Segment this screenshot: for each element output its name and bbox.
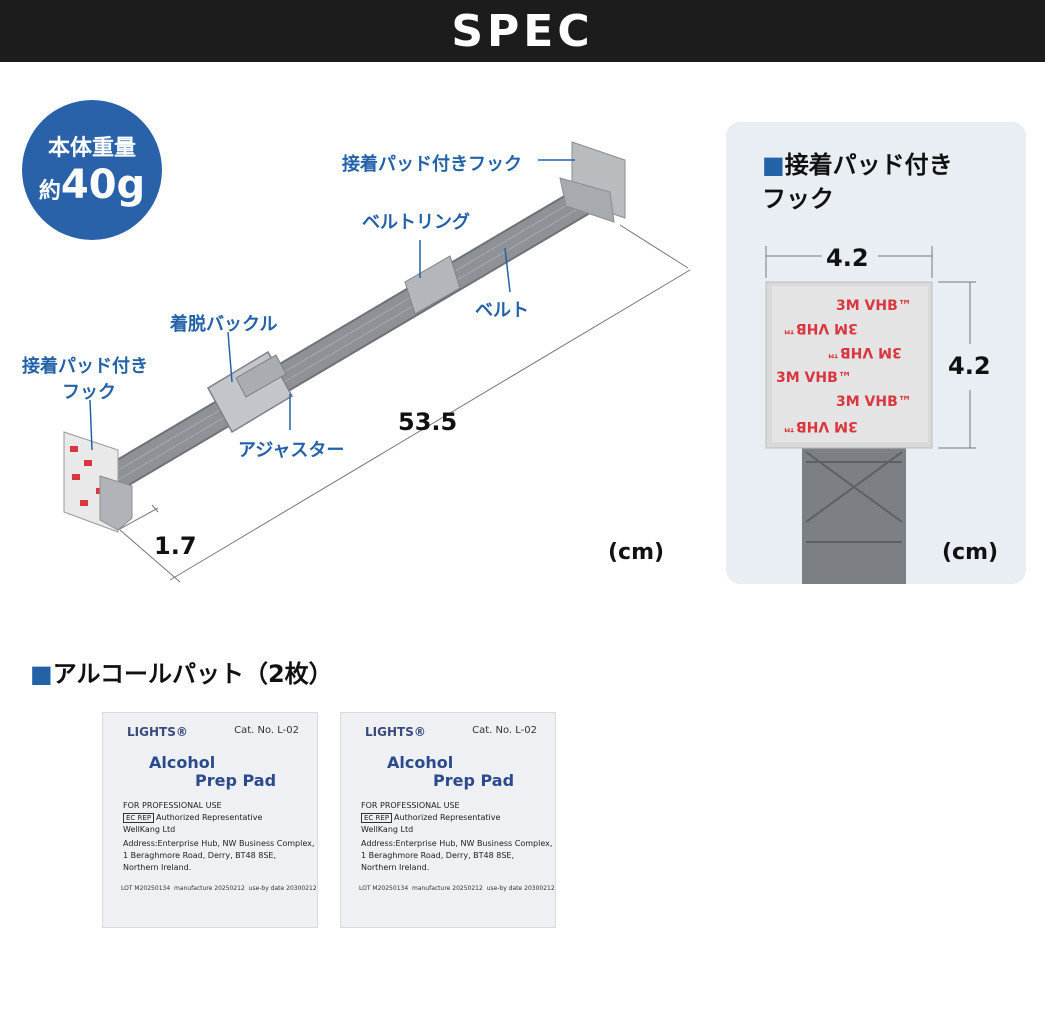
square-bullet-icon: ■ <box>30 660 53 688</box>
pad-addr2: 1 Beraghmore Road, Derry, BT48 8SE, <box>123 851 277 860</box>
pad-lot: LOT M20250134 <box>359 885 409 892</box>
pad-company: WellKang Ltd <box>361 825 414 834</box>
strap-illustration <box>63 141 691 583</box>
pad-exp: use-by date 20300212 <box>248 885 317 892</box>
pad-name-line1: Alcohol <box>387 753 454 772</box>
pad-cat: Cat. No. L-02 <box>234 725 299 736</box>
dimension-pad-width: 4.2 <box>826 244 869 272</box>
pad-name-line1: Alcohol <box>149 753 216 772</box>
weight-amount: 約40g <box>22 162 162 208</box>
panel-title-line2: フック <box>762 185 834 213</box>
depth-dimension-line <box>117 507 159 531</box>
hook-detail-panel: ■接着パッド付き フック 3M VHB™ 3M VHB™ 3M VHB™ 3M … <box>726 122 1026 584</box>
callout-belt: ベルト <box>475 300 529 321</box>
pad-addr3: Northern Ireland. <box>123 863 192 872</box>
pad-auth: Authorized Representative <box>394 813 501 822</box>
dimension-pad-height: 4.2 <box>948 352 991 380</box>
pad-use: FOR PROFESSIONAL USE <box>361 801 460 810</box>
leader-belt <box>504 247 511 293</box>
unit-panel: (cm) <box>942 540 999 565</box>
belt-ring <box>404 255 461 315</box>
pad-mfg: manufacture 20250212 <box>411 885 483 892</box>
pad-meta: LOT M20250134 manufacture 20250212 use-b… <box>121 885 317 892</box>
pad-cat: Cat. No. L-02 <box>472 725 537 736</box>
tape-print-row-3: 3M VHB™ <box>826 344 902 360</box>
pad-addr2: 1 Beraghmore Road, Derry, BT48 8SE, <box>361 851 515 860</box>
alcohol-pad-1: LIGHTS® Cat. No. L-02 Alcohol Prep Pad F… <box>102 712 318 928</box>
callout-adjuster: アジャスター <box>238 440 345 461</box>
dimension-depth: 1.7 <box>154 532 197 560</box>
alcohol-title: アルコールパット（2枚） <box>52 660 333 688</box>
panel-title: ■接着パッド付き フック <box>762 148 953 216</box>
spec-header: SPEC <box>0 0 1045 62</box>
tape-print-row-1: 3M VHB™ <box>836 298 912 314</box>
tape-print-row-5: 3M VHB™ <box>836 394 912 410</box>
unit-main: (cm) <box>608 540 665 565</box>
ec-rep-icon: EC REP <box>361 813 393 823</box>
ec-rep-icon: EC REP <box>123 813 155 823</box>
tape-print-row-4: 3M VHB™ <box>776 370 852 386</box>
pad-exp: use-by date 20300212 <box>486 885 555 892</box>
panel-title-line1: 接着パッド付き <box>784 151 953 179</box>
square-bullet-icon: ■ <box>762 151 785 179</box>
pad-name-line2: Prep Pad <box>195 771 277 790</box>
pad-addr1: Address:Enterprise Hub, NW Business Comp… <box>123 839 315 848</box>
weight-label: 本体重量 <box>47 136 136 161</box>
callout-belt-ring: ベルトリング <box>362 212 470 233</box>
leader-buckle <box>227 331 233 383</box>
pad-lot: LOT M20250134 <box>121 885 171 892</box>
pad-use: FOR PROFESSIONAL USE <box>123 801 222 810</box>
pad-company: WellKang Ltd <box>123 825 176 834</box>
length-dimension-line <box>619 224 689 269</box>
pad-meta: LOT M20250134 manufacture 20250212 use-b… <box>359 885 555 892</box>
pad-brand: LIGHTS® <box>127 725 188 739</box>
pad-addr1: Address:Enterprise Hub, NW Business Comp… <box>361 839 553 848</box>
tape-print-row-6: 3M VHB™ <box>782 418 858 434</box>
alcohol-section-title: ■アルコールパット（2枚） <box>30 654 333 689</box>
callout-hook-left-2: フック <box>62 382 116 403</box>
callout-hook-top: 接着パッド付きフック <box>342 154 522 175</box>
tape-print-row-2: 3M VHB™ <box>782 320 858 336</box>
header-title: SPEC <box>451 5 594 57</box>
pad-addr3: Northern Ireland. <box>361 863 430 872</box>
weight-badge: 本体重量 約40g <box>22 100 162 240</box>
leader-hook-left <box>89 399 93 451</box>
pad-brand: LIGHTS® <box>365 725 426 739</box>
pad-name-line2: Prep Pad <box>433 771 515 790</box>
weight-value: 40g <box>60 162 146 208</box>
weight-prefix: 約 <box>38 179 61 204</box>
dimension-length: 53.5 <box>398 408 458 436</box>
callout-hook-left-1: 接着パッド付き <box>22 356 148 377</box>
alcohol-pad-2: LIGHTS® Cat. No. L-02 Alcohol Prep Pad F… <box>340 712 556 928</box>
pad-auth: Authorized Representative <box>156 813 263 822</box>
pad-mfg: manufacture 20250212 <box>173 885 245 892</box>
hook-detail-illustration <box>765 246 976 584</box>
callout-buckle: 着脱バックル <box>170 314 278 335</box>
